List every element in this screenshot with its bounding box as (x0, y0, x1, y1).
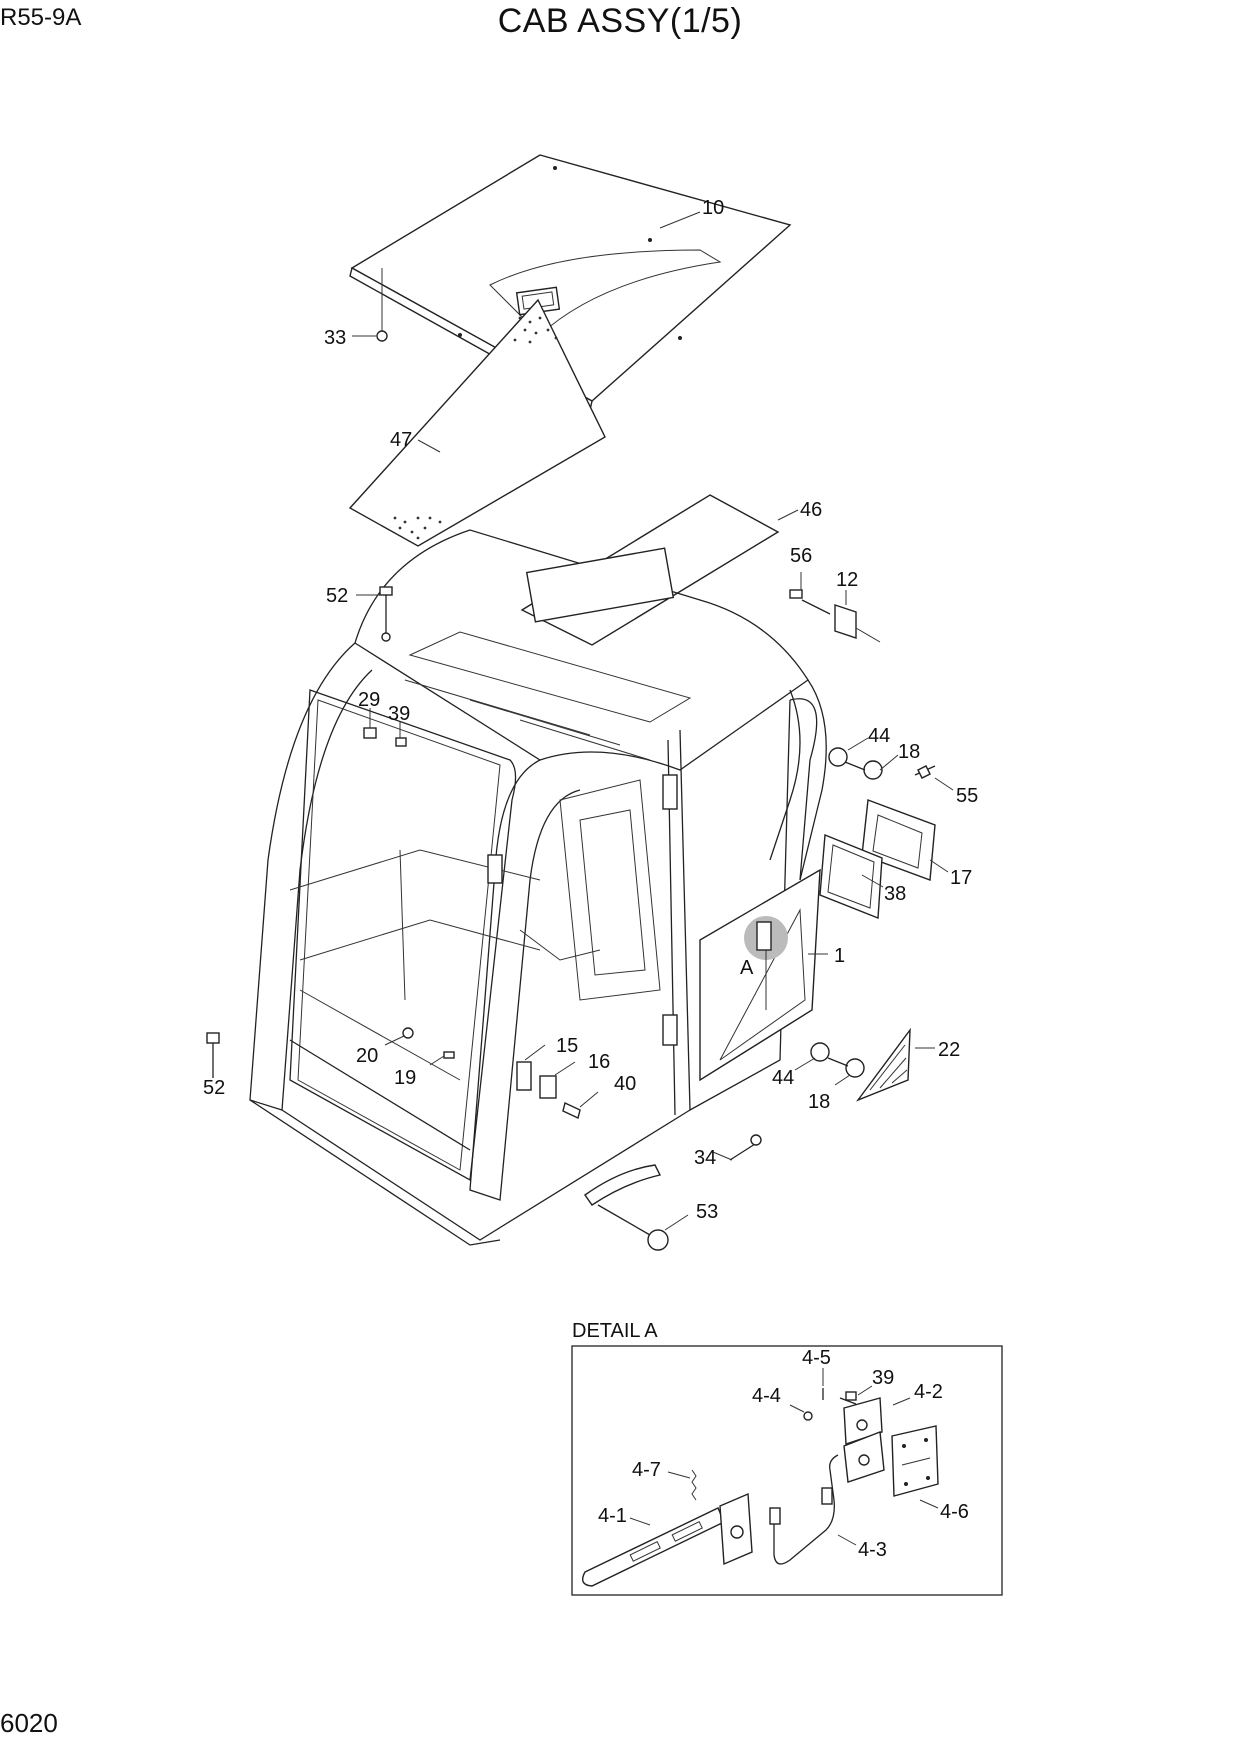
roof-mat-part (348, 298, 606, 547)
detail-callout-4-3: 4-3 (858, 1539, 887, 1561)
page-number: 6020 (0, 1708, 58, 1738)
model-number: R55-9A (0, 4, 82, 31)
detail-callout-4-2: 4-2 (914, 1381, 943, 1403)
callout-52-upper: 52 (326, 585, 348, 607)
callout-18-lower: 18 (808, 1091, 830, 1113)
callout-46: 46 (800, 499, 822, 521)
callout-18-upper: 18 (898, 741, 920, 763)
callout-15: 15 (556, 1035, 578, 1057)
detail-callout-4-7: 4-7 (632, 1459, 661, 1481)
detail-callout-39: 39 (872, 1367, 894, 1389)
callout-44-upper: 44 (868, 725, 890, 747)
callout-56: 56 (790, 545, 812, 567)
detail-callout-4-4: 4-4 (752, 1385, 781, 1407)
leader-lines (352, 211, 954, 1231)
callout-29: 29 (358, 689, 380, 711)
detail-a-box (571, 1345, 1003, 1596)
callout-55: 55 (956, 785, 978, 807)
callout-22: 22 (938, 1039, 960, 1061)
callout-20: 20 (356, 1045, 378, 1067)
detail-title: DETAIL A (572, 1320, 658, 1342)
callout-19: 19 (394, 1067, 416, 1089)
callout-1: 1 (834, 945, 845, 967)
callout-12: 12 (836, 569, 858, 591)
detail-callout-4-5: 4-5 (802, 1347, 831, 1369)
hardware-parts (206, 330, 936, 1251)
callout-40: 40 (614, 1073, 636, 1095)
cab-frame-part (249, 529, 827, 1246)
page-title: CAB ASSY(1/5) (497, 2, 743, 40)
callout-33: 33 (324, 327, 346, 349)
callout-34: 34 (694, 1147, 716, 1169)
callout-16: 16 (588, 1051, 610, 1073)
callout-53: 53 (696, 1201, 718, 1223)
callout-17: 17 (950, 867, 972, 889)
callout-52-lower: 52 (203, 1077, 225, 1099)
callout-47: 47 (390, 429, 412, 451)
callout-44-lower: 44 (772, 1067, 794, 1089)
callout-39: 39 (388, 703, 410, 725)
detail-callout-4-1: 4-1 (598, 1505, 627, 1527)
detail-callout-4-6: 4-6 (940, 1501, 969, 1523)
detail-marker-a: A (740, 957, 754, 979)
callout-10: 10 (702, 197, 724, 219)
callout-38: 38 (884, 883, 906, 905)
